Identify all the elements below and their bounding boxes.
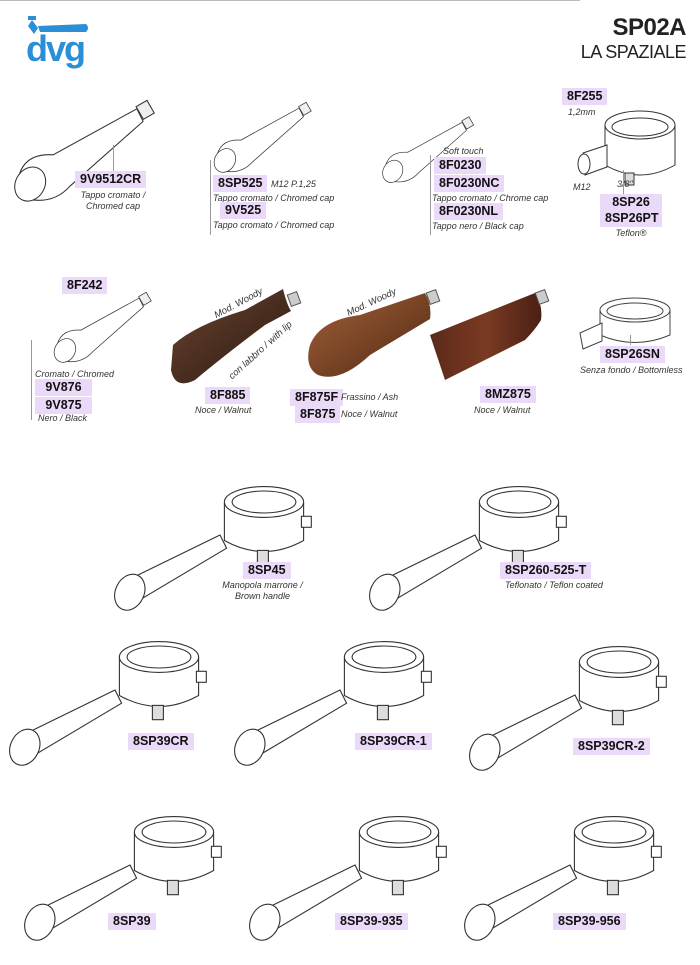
- leader-line: [113, 145, 114, 171]
- portafilter-8sp39cr-image: [5, 635, 225, 778]
- portafilter-8sp39-image: [20, 810, 240, 953]
- leader-line: [31, 340, 32, 420]
- desc: Cromato / Chromed: [35, 369, 115, 379]
- desc: Chromed cap: [85, 201, 141, 211]
- code-8sp26sn: 8SP26SN: [600, 346, 665, 363]
- desc: Tappo cromato / Chrome cap: [432, 193, 549, 203]
- code-8f0230nl: 8F0230NL: [434, 203, 504, 220]
- logo-portafilter-icon: [28, 16, 88, 34]
- portafilter-8sp260-image: [365, 480, 585, 623]
- desc: Frassino / Ash: [341, 392, 399, 402]
- desc: Teflonato / Teflon coated: [505, 580, 603, 590]
- desc: Teflon®: [615, 228, 647, 238]
- soft-touch-note: Soft touch: [443, 146, 484, 156]
- code-9v876: 9V876: [35, 379, 92, 396]
- code-9v525: 9V525: [220, 202, 267, 219]
- desc: Nero / Black: [38, 413, 88, 423]
- portafilter-8sp39cr-2-image: [465, 640, 685, 783]
- desc: Noce / Walnut: [474, 405, 531, 415]
- code-9v9512cr: 9V9512CR: [75, 171, 147, 188]
- desc: Tappo nero / Black cap: [432, 221, 524, 231]
- code-8sp45: 8SP45: [243, 562, 291, 579]
- desc: Manopola marrone /: [222, 580, 303, 590]
- logo-text: dvg: [26, 28, 86, 69]
- page-subtitle: LA SPAZIALE: [580, 42, 687, 62]
- code-8sp525: 8SP525: [213, 175, 268, 192]
- code-8sp26pt: 8SP26PT: [600, 210, 662, 227]
- page-title: SP02A: [612, 14, 686, 41]
- thread-note: M12 P.1,25: [271, 179, 316, 189]
- thread-3-8: 3/8": [617, 179, 633, 189]
- code-8sp39-935: 8SP39-935: [335, 913, 408, 930]
- code-8sp39cr-2: 8SP39CR-2: [573, 738, 650, 755]
- portafilter-8sp39cr-1-image: [230, 635, 450, 778]
- leader-line: [430, 155, 431, 235]
- filter-holder-8sp26-image: [577, 110, 676, 186]
- code-8sp39: 8SP39: [108, 913, 156, 930]
- code-8sp39-956: 8SP39-956: [553, 913, 626, 930]
- desc: Noce / Walnut: [341, 409, 398, 419]
- leader-line: [630, 335, 631, 345]
- gasket-thickness: 1,2mm: [568, 107, 596, 117]
- desc: Brown handle: [234, 591, 291, 601]
- code-8sp39cr-1: 8SP39CR-1: [355, 733, 432, 750]
- code-8sp26: 8SP26: [600, 194, 662, 211]
- code-8f875f: 8F875F: [290, 389, 344, 406]
- code-8f885: 8F885: [205, 387, 251, 404]
- code-8mz875: 8MZ875: [480, 386, 536, 403]
- wood-handle-8f875-image: [308, 289, 441, 377]
- code-8f0230: 8F0230: [434, 157, 487, 174]
- bottomless-holder-8sp26sn-image: [579, 297, 671, 350]
- header-divider: [0, 0, 580, 1]
- portafilter-8sp39-956-image: [460, 810, 680, 953]
- portafilter-8sp39-935-image: [245, 810, 465, 953]
- desc: Senza fondo / Bottomless: [580, 365, 683, 375]
- code-9v875: 9V875: [35, 397, 92, 414]
- desc: Tappo cromato / Chromed cap: [213, 193, 335, 203]
- wood-handle-8f885-image: [171, 289, 302, 384]
- code-8f875: 8F875: [295, 406, 341, 423]
- desc: Tappo cromato /: [80, 190, 146, 200]
- code-8f242: 8F242: [62, 277, 108, 294]
- leader-line: [623, 170, 624, 194]
- code-8sp39cr: 8SP39CR: [128, 733, 194, 750]
- code-8f255: 8F255: [562, 88, 608, 105]
- thread-m12: M12: [573, 182, 591, 192]
- code-8sp260-525-t: 8SP260-525-T: [500, 562, 592, 579]
- wood-handle-8mz875-image: [430, 289, 550, 380]
- code-8f0230nc: 8F0230NC: [434, 175, 505, 192]
- desc: Tappo cromato / Chromed cap: [213, 220, 335, 230]
- leader-line: [210, 160, 211, 235]
- desc: Noce / Walnut: [195, 405, 252, 415]
- dvg-logo: dvg: [24, 14, 94, 78]
